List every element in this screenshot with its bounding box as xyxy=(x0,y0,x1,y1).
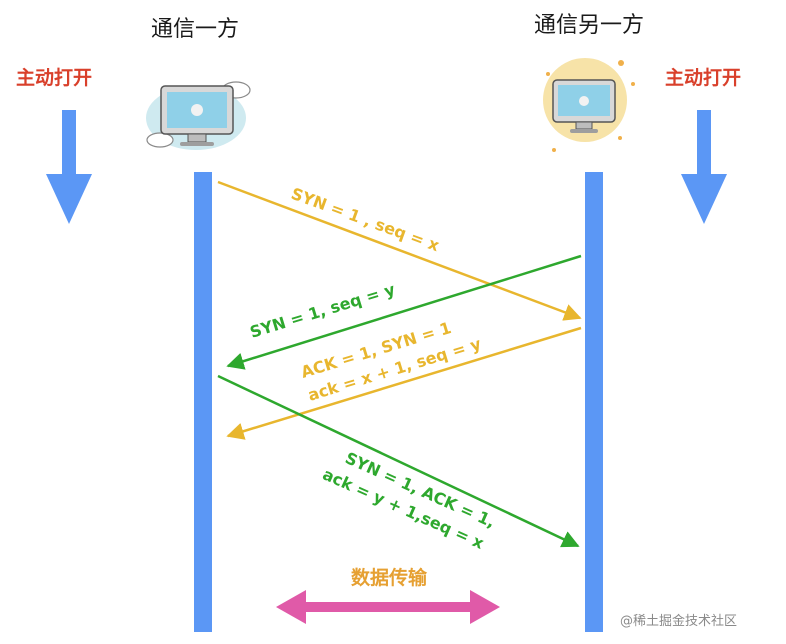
message-arrow-3 xyxy=(226,326,582,440)
right-action-label: 主动打开 xyxy=(665,66,741,89)
message-arrow-4 xyxy=(217,374,580,548)
message-label-2: SYN = 1, seq = y xyxy=(248,279,398,341)
message-2-line-1: SYN = 1, seq = y xyxy=(248,279,398,341)
right-party-title: 通信另一方 xyxy=(534,13,644,38)
watermark-text: @稀土掘金技术社区 xyxy=(620,613,737,629)
desktop-computer-on-sun-icon xyxy=(543,58,635,152)
double-arrow-icon xyxy=(276,590,500,624)
data-transfer-label: 数据传输 xyxy=(351,566,428,589)
message-arrow-2 xyxy=(226,254,582,370)
message-1-line-1: SYN = 1 , seq = x xyxy=(289,184,443,255)
desktop-computer-with-clouds-icon xyxy=(146,81,251,150)
message-label-4: SYN = 1, ACK = 1, ack = y + 1,seq = x xyxy=(320,448,498,553)
message-label-1: SYN = 1 , seq = x xyxy=(289,184,443,255)
right-down-arrow-icon xyxy=(681,110,727,224)
left-party-title: 通信一方 xyxy=(151,17,239,42)
left-down-arrow-icon xyxy=(46,110,92,224)
left-action-label: 主动打开 xyxy=(16,66,92,89)
message-label-3: ACK = 1, SYN = 1 ack = x + 1, seq = y xyxy=(299,318,484,405)
right-timeline xyxy=(585,172,603,632)
left-timeline xyxy=(194,172,212,632)
message-arrow-1 xyxy=(217,180,582,321)
